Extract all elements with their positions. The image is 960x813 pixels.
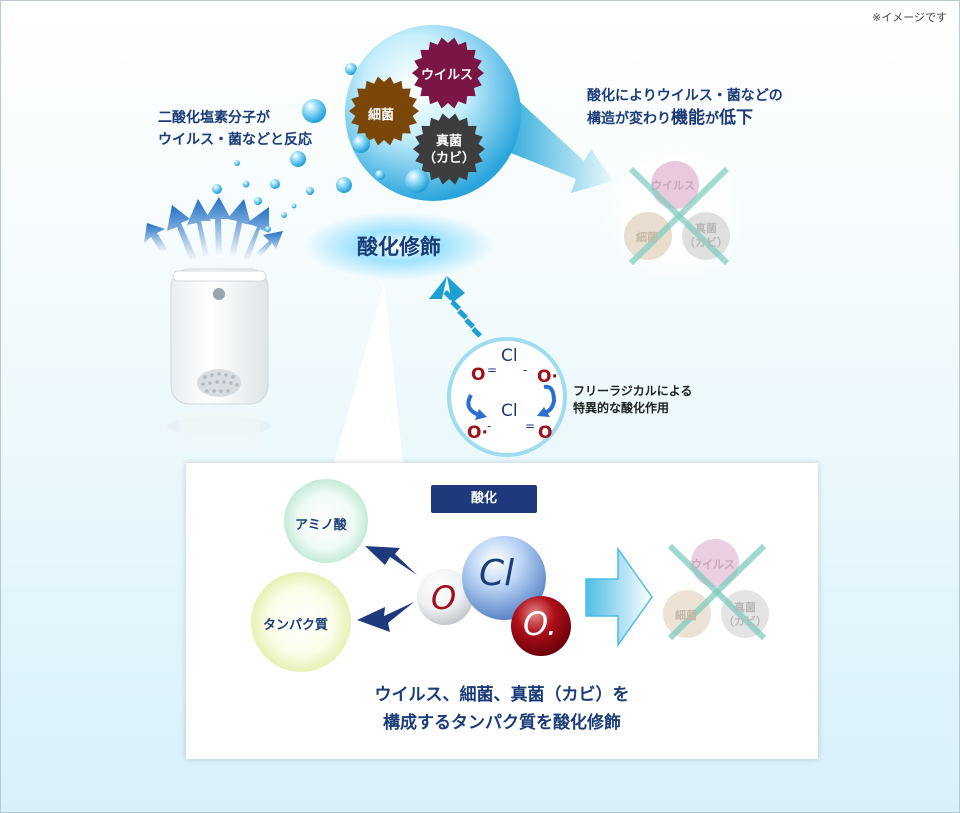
reaction-caption-line1: 二酸化塩素分子が [158,110,270,126]
ring-o-bottom-right: O [538,423,553,443]
big-o-radical-symbol: O. [523,605,558,643]
faded-fungus-bottom-line1: 真菌 [734,601,756,614]
amino-acid-circle [284,479,368,563]
air-purifier-device [167,268,271,451]
free-radical-ring [447,337,567,457]
beam-arrow [506,89,613,193]
o-sphere [417,569,473,625]
result-caption: 酸化によりウイルス・菌などの 構造が変わり機能が低下 [587,85,783,130]
reaction-caption-line2: ウイルス・菌などと反応 [158,132,312,148]
release-arrows [144,197,283,263]
faded-fungus-top-line2: （カビ） [684,236,728,249]
virus-label: ウイルス [421,68,474,83]
summary-line1: ウイルス、細菌、真菌（カビ）を [374,685,630,705]
result-caption-emph2: 低下 [719,108,753,128]
amino-acid-label: アミノ酸 [295,518,347,533]
chlorine-dioxide-bubbles [212,63,357,232]
summary-line2: 構成するタンパク質を酸化修飾 [383,713,621,733]
free-radical-line2: 特異的な酸化作用 [573,401,670,415]
faded-bacteria-label-top: 細菌 [636,231,658,244]
callout-summary: ウイルス、細菌、真菌（カビ）を 構成するタンパク質を酸化修飾 [186,681,818,737]
big-cl-symbol: Cl [479,553,515,594]
microbe-sphere [345,25,521,201]
faded-fungus-top-line1: 真菌 [695,222,717,235]
free-radical-caption: フリーラジカルによる 特異的な酸化作用 [573,383,692,417]
ring-bond-1: = [487,363,498,377]
virus-germ [412,37,484,109]
oxidation-glow [304,212,494,280]
result-caption-line1: 酸化によりウイルス・菌などの [587,88,783,104]
faded-fungus-label-top: 真菌 （カビ） [684,222,728,250]
faded-bacteria-label-bottom: 細菌 [675,609,697,622]
callout-pointer [334,283,403,463]
faded-virus-label-top: ウイルス [651,179,695,192]
result-caption-emph1: 機能 [671,108,705,128]
free-radical-line1: フリーラジカルによる [573,384,693,398]
arrow-protein [357,602,414,632]
ring-cl-bottom: Cl [501,401,518,421]
reaction-caption: 二酸化塩素分子が ウイルス・菌などと反応 [158,107,312,151]
cl-sphere [462,536,546,620]
ring-bond-3: - [487,419,492,433]
oxidation-badge: 酸化 [431,485,537,513]
fungus-label-line2: （カビ） [423,151,476,166]
arrow-amino [365,546,417,575]
image-note: ※イメージです [872,11,947,24]
bacteria-germ [349,76,419,146]
ring-o-top-left: O [471,365,486,385]
result-caption-line2: 構造が変わり機能が低下 [587,107,783,130]
fungus-label: 真菌 （カビ） [423,133,475,167]
protein-label: タンパク質 [263,618,329,633]
faded-fungus-label-bottom: 真菌 （カビ） [723,601,767,629]
fungus-label-line1: 真菌 [435,134,462,149]
result-caption-mid: が [705,111,719,127]
ring-o-radical-left: O· [467,423,488,443]
o-radical-sphere [511,596,571,656]
result-caption-prefix: 構造が変わり [587,111,671,127]
ring-o-radical-right: O· [537,367,558,387]
faded-fungus-bottom-line2: （カビ） [723,615,767,628]
ring-bond-2: - [523,363,528,377]
faded-result-top [603,139,747,283]
faded-germs-callout [663,539,769,641]
bacteria-label: 細菌 [368,108,395,123]
protein-circle [251,572,351,672]
big-o-symbol: O [431,579,457,617]
hollow-arrow [585,546,653,648]
ring-cl-top: Cl [501,346,518,366]
ring-bond-4: = [525,419,536,433]
oxidation-modification-label: 酸化修飾 [357,235,441,259]
faded-virus-label-bottom: ウイルス [691,558,735,571]
dashed-up-arrow [429,276,482,338]
fungus-germ [413,113,485,185]
